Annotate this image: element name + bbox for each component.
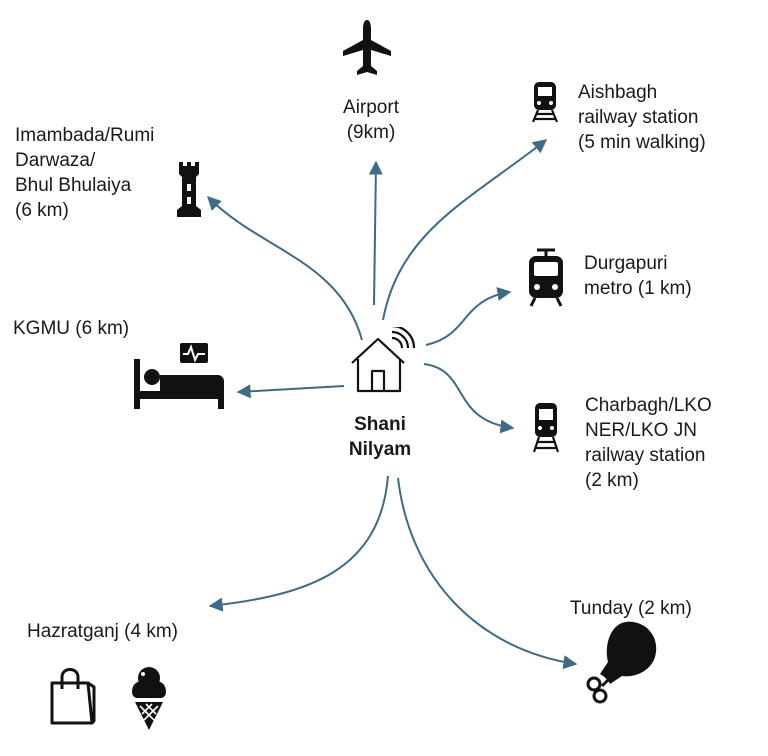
- arrow-to-durgapuri: [425, 287, 512, 346]
- imambada-label: Imambada/Rumi Darwaza/ Bhul Bhulaiya (6 …: [15, 123, 154, 223]
- charbagh-label: Charbagh/LKO NER/LKO JN railway station …: [585, 393, 712, 493]
- arrow-to-kgmu: [236, 384, 345, 399]
- hazratganj-label: Hazratganj (4 km): [27, 619, 178, 644]
- kgmu-label-line-1: KGMU (6 km): [13, 318, 130, 339]
- arrow-to-aishbagh: [382, 139, 548, 321]
- airport-label: Airport (9km): [316, 95, 426, 145]
- charbagh-label-line-4: (2 km): [585, 470, 639, 491]
- home-wifi-icon: [351, 327, 416, 393]
- tunday-label-line-1: Tunday (2 km): [570, 598, 692, 619]
- airport-label-line-2: (9km): [346, 122, 396, 143]
- charbagh-label-line-2: NER/LKO JN: [585, 420, 697, 441]
- tower-icon: [177, 162, 201, 217]
- chicken-leg-icon: [586, 621, 657, 704]
- imambada-label-line-2: Darwaza/: [15, 150, 96, 171]
- center-label-line-1: Shani: [354, 414, 406, 435]
- imambada-label-line-4: (6 km): [15, 200, 69, 221]
- train-icon: [532, 403, 560, 453]
- tunday-label: Tunday (2 km): [570, 596, 692, 621]
- ice-cream-icon: [132, 667, 166, 730]
- arrow-to-tunday: [397, 477, 578, 670]
- train-icon: [531, 82, 559, 123]
- arrow-to-hazratganj: [208, 475, 389, 612]
- imambada-label-line-1: Imambada/Rumi: [15, 125, 155, 146]
- charbagh-label-line-3: railway station: [585, 445, 706, 466]
- hazratganj-label-line-1: Hazratganj (4 km): [27, 621, 178, 642]
- airplane-icon: [343, 20, 391, 75]
- aishbagh-label-line-1: Aishbagh: [578, 82, 658, 103]
- durgapuri-label: Durgapuri metro (1 km): [584, 251, 692, 301]
- airport-label-line-1: Airport: [343, 97, 399, 118]
- aishbagh-label: Aishbagh railway station (5 min walking): [578, 80, 706, 155]
- metro-icon: [529, 248, 563, 307]
- charbagh-label-line-1: Charbagh/LKO: [585, 395, 712, 416]
- arrow-to-charbagh: [423, 363, 515, 434]
- kgmu-label: KGMU (6 km): [13, 316, 129, 341]
- arrow-to-airport: [368, 160, 383, 306]
- arrow-to-imambada: [207, 196, 363, 341]
- durgapuri-label-line-2: metro (1 km): [584, 278, 692, 299]
- shopping-bag-icon: [50, 668, 96, 725]
- imambada-label-line-3: Bhul Bhulaiya: [15, 175, 132, 196]
- durgapuri-label-line-1: Durgapuri: [584, 253, 668, 274]
- hospital-bed-icon: [134, 343, 224, 409]
- center-label-line-2: Nilyam: [348, 439, 412, 460]
- center-label: Shani Nilyam: [340, 412, 420, 462]
- aishbagh-label-line-2: railway station: [578, 107, 699, 128]
- aishbagh-label-line-3: (5 min walking): [578, 132, 706, 153]
